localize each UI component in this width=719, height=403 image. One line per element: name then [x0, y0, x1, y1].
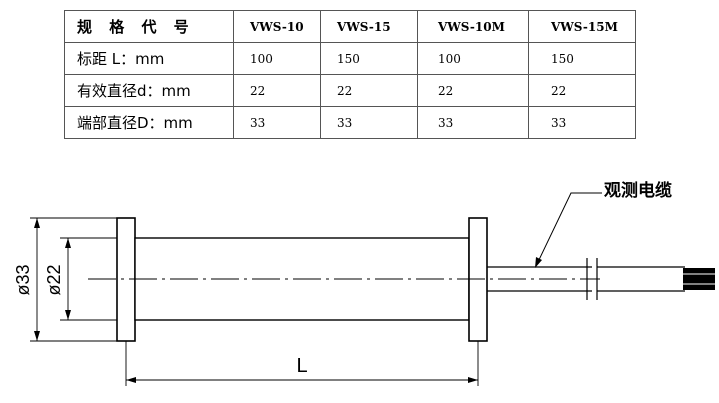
cell-value: 33 [417, 106, 529, 139]
cell-value: 150 [320, 42, 418, 75]
cell-value: 22 [417, 74, 529, 107]
spec-row-model: 规 格 代 号 VWS-10 VWS-15 VWS-10M VWS-15M [64, 10, 636, 43]
dimension-length: L [296, 355, 307, 377]
arrowhead [65, 310, 71, 320]
model-vws-15m: VWS-15M [528, 10, 636, 43]
cable-end [683, 268, 715, 290]
model-vws-10: VWS-10 [233, 10, 321, 43]
spec-row-gauge-length: 标距 L：mm 100 150 100 150 [64, 42, 636, 75]
arrowhead [126, 377, 136, 383]
row-label-end-diameter: 端部直径D：mm [64, 106, 234, 139]
model-vws-10m: VWS-10M [417, 10, 529, 43]
spec-row-effective-diameter: 有效直径d：mm 22 22 22 22 [64, 74, 636, 107]
dimension-inner-diameter: ø22 [44, 264, 64, 295]
spec-table: 规 格 代 号 VWS-10 VWS-15 VWS-10M VWS-15M 标距… [64, 10, 636, 139]
cell-value: 22 [528, 74, 636, 107]
spec-row-end-diameter: 端部直径D：mm 33 33 33 33 [64, 106, 636, 139]
cell-value: 33 [320, 106, 418, 139]
cell-value: 22 [233, 74, 321, 107]
cable-leader-line [536, 192, 602, 265]
arrowhead [34, 331, 40, 341]
right-end-flange [468, 217, 488, 342]
cell-value: 100 [233, 42, 321, 75]
left-end-flange [116, 217, 136, 342]
cell-value: 150 [528, 42, 636, 75]
row-label-model: 规 格 代 号 [64, 10, 234, 43]
arrowhead [535, 257, 542, 268]
dimension-outer-diameter: ø33 [13, 264, 33, 295]
arrowhead [34, 218, 40, 228]
cell-value: 33 [233, 106, 321, 139]
arrowhead [468, 377, 478, 383]
row-label-effective-diameter: 有效直径d：mm [64, 74, 234, 107]
cell-value: 100 [417, 42, 529, 75]
arrowhead [65, 238, 71, 248]
cell-value: 33 [528, 106, 636, 139]
cable-label: 观测电缆 [603, 180, 672, 200]
